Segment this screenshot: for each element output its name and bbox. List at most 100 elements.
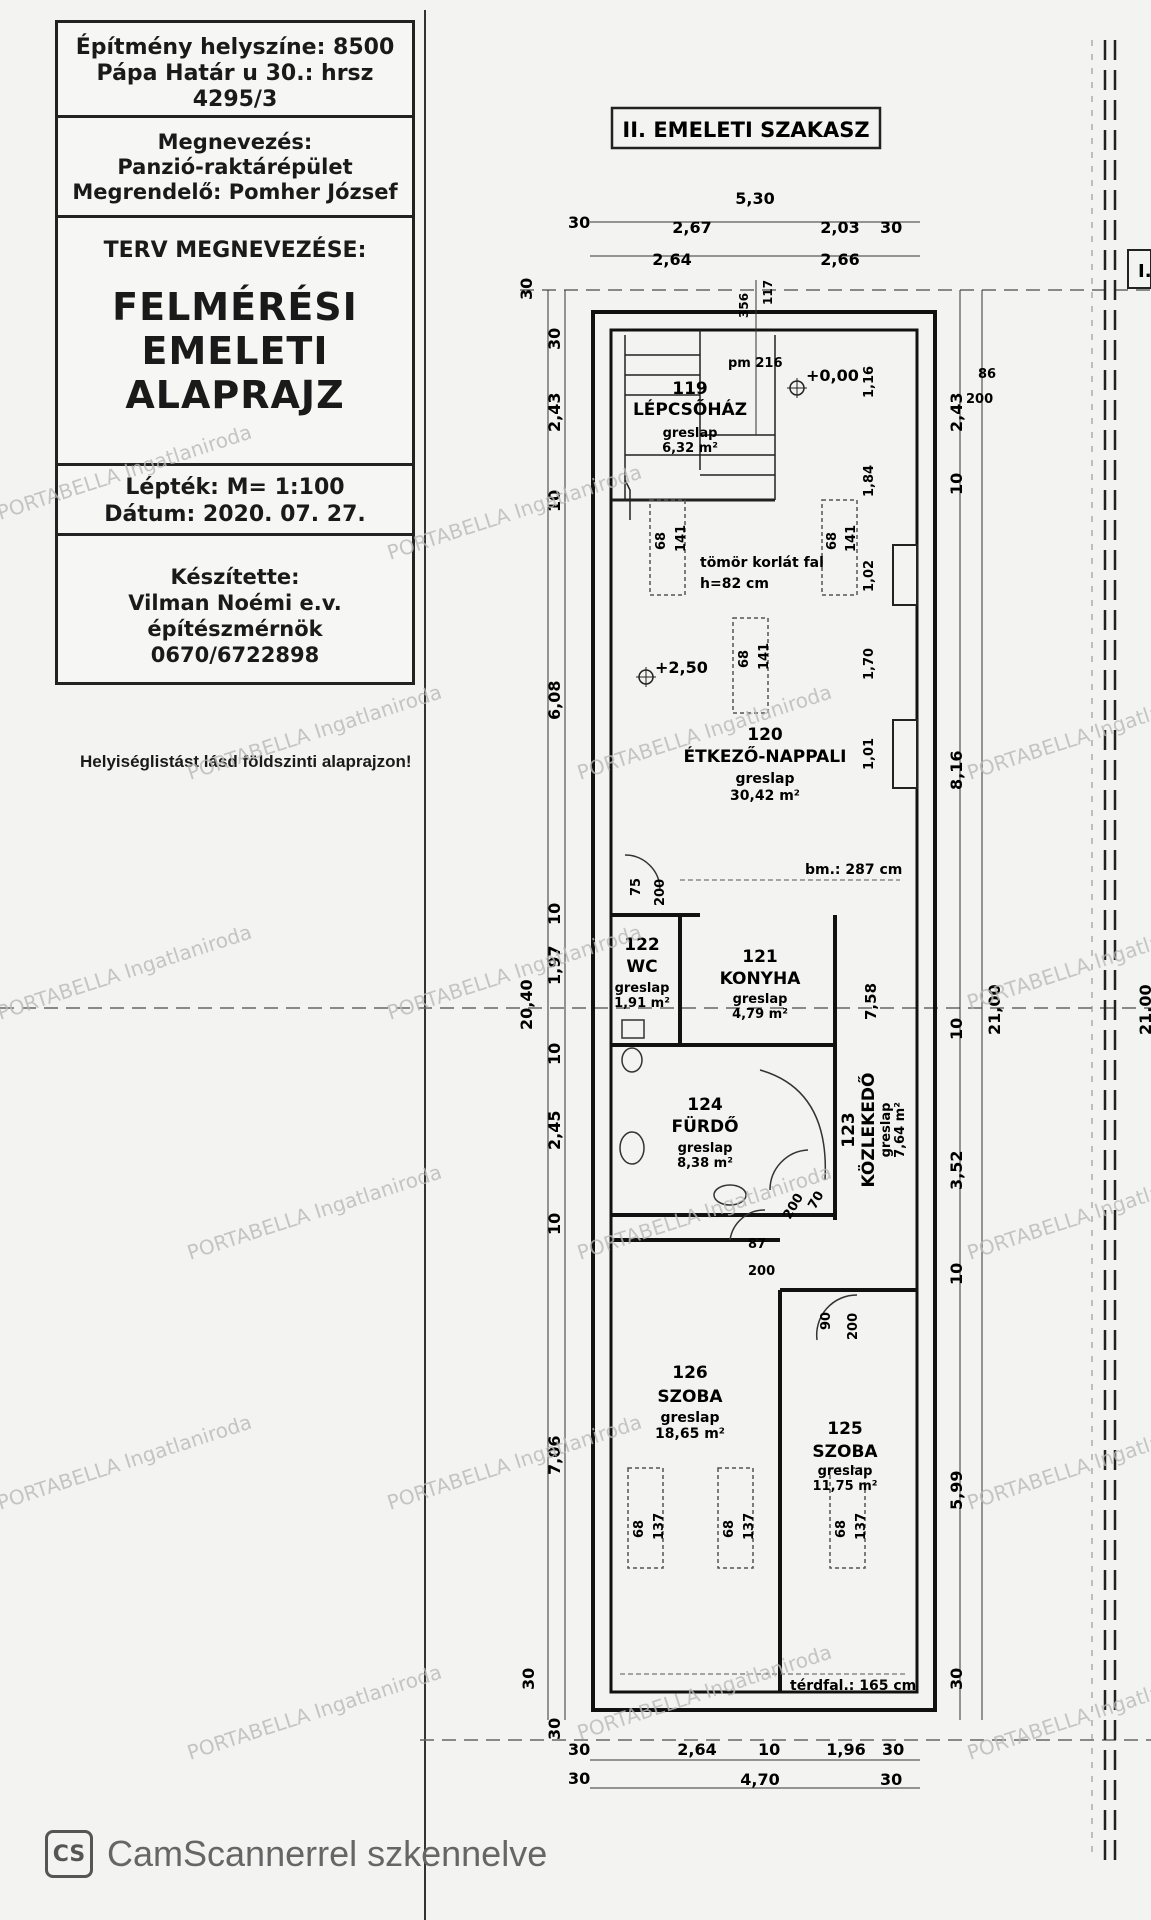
author-name: Vilman Noémi e.v. <box>128 591 342 615</box>
room-area: 7,64 m² <box>893 1102 908 1158</box>
room-number: 119 <box>672 379 708 399</box>
dim-top-d: 2,66 <box>820 250 859 269</box>
terdfal-label: térdfal.: 165 cm <box>790 1678 916 1694</box>
site-location-line1: Építmény helyszíne: 8500 <box>75 35 395 60</box>
bm-label: bm.: 287 cm <box>805 862 902 878</box>
room-number: 121 <box>742 947 778 967</box>
room-name: ÉTKEZŐ-NAPPALI <box>684 745 847 767</box>
room-number: 126 <box>672 1363 708 1383</box>
scale-text: Lépték: M= 1:100 <box>125 475 345 500</box>
dim-right-30: 30 <box>947 1668 966 1690</box>
watermark-text: PORTABELLA Ingatlaniroda <box>0 1410 255 1515</box>
dim-top-30a: 30 <box>568 213 590 232</box>
dim-bottom-b: 1,96 <box>826 1740 865 1759</box>
watermark-text: PORTABELLA Ingatlaniroda <box>964 910 1151 1015</box>
dim-kw-68-f: 68 <box>834 1520 849 1538</box>
dim-door-70: 70 <box>805 1189 827 1212</box>
room-126: 126 SZOBA greslap 18,65 m² <box>655 1363 725 1442</box>
dim-right-total: 21,00 <box>985 984 1004 1035</box>
dim-win-184: 1,84 <box>862 465 877 497</box>
dim-right-816: 8,16 <box>947 751 966 790</box>
room-121: 121 KONYHA greslap 4,79 m² <box>720 947 802 1022</box>
dim-bottom-a: 2,64 <box>677 1740 716 1759</box>
author-phone: 0670/6722898 <box>150 643 320 667</box>
level-top-value: +0,00 <box>806 366 859 385</box>
author-cell: Készítette: Vilman Noémi e.v. építészmér… <box>58 536 412 668</box>
adjacent-section-box <box>1127 249 1151 289</box>
staircase <box>612 330 776 520</box>
dim-v-758: 7,58 <box>862 983 880 1020</box>
level-mid-value: +2,50 <box>655 658 708 677</box>
roof-windows <box>627 499 866 1569</box>
site-location-line2: Pápa Határ u 30.: hrsz 4295/3 <box>96 61 374 112</box>
dim-door-75: 75 <box>629 878 644 896</box>
dim-right-10a: 10 <box>947 473 966 495</box>
room-list-note: Helyiséglistást lásd földszinti alaprajz… <box>80 752 412 771</box>
room-area: 18,65 m² <box>655 1426 725 1442</box>
room-number: 124 <box>687 1095 723 1115</box>
project-name-label: Megnevezés: <box>157 130 313 154</box>
room-number: 120 <box>747 725 783 745</box>
site-location: Építmény helyszíne: 8500 Pápa Határ u 30… <box>58 23 412 118</box>
dim-win-102: 1,02 <box>862 560 877 592</box>
dim-door-200-a: 200 <box>653 879 668 906</box>
dim-top-c: 2,64 <box>652 250 691 269</box>
railing-height-label: h=82 cm <box>700 576 769 592</box>
dim-bottom-30d: 30 <box>880 1770 902 1789</box>
dim-right-10b: 10 <box>947 1018 966 1040</box>
plan-title-line3: ALAPRAJZ <box>125 373 345 417</box>
dim-left-608: 6,08 <box>545 681 564 720</box>
room-number: 123 <box>839 1112 859 1148</box>
dim-left-30a: 30 <box>517 278 536 300</box>
room-area: 4,79 m² <box>732 1007 788 1022</box>
watermark-text: PORTABELLA Ingatlaniroda <box>184 1660 445 1765</box>
dim-bottom-10: 10 <box>758 1740 780 1759</box>
outer-wall-outline <box>591 310 937 1712</box>
room-122: 122 WC greslap 1,91 m² <box>614 935 670 1011</box>
room-area: 30,42 m² <box>730 788 800 804</box>
room-123: 123 KÖZLEKEDŐ greslap 7,64 m² <box>839 1073 908 1188</box>
dim-top-a: 2,67 <box>672 218 711 237</box>
scanner-text: CamScannerrel szkennelve <box>107 1833 548 1874</box>
dim-kw-137-d: 137 <box>652 1513 667 1540</box>
dim-kw-68-d: 68 <box>632 1520 647 1538</box>
interior-walls <box>611 913 917 1692</box>
dim-left-197: 1,97 <box>545 946 564 985</box>
dim-top-total: 5,30 <box>735 189 774 208</box>
dim-kw-137-f: 137 <box>854 1513 869 1540</box>
author-label: Készítette: <box>170 565 300 589</box>
stair-dimensions: 356 117 <box>737 280 775 435</box>
project-name-value: Panzió-raktárépület <box>117 155 353 179</box>
dim-door-90: 90 <box>819 1312 834 1330</box>
watermark-text: PORTABELLA Ingatlaniroda <box>964 1410 1151 1515</box>
sanitary-fixtures <box>619 1019 827 1206</box>
plan-title-line1: FELMÉRÉSI <box>112 285 358 329</box>
dim-left-245: 2,45 <box>545 1111 564 1150</box>
plan-title-line2: EMELETI <box>141 329 329 373</box>
dim-left-243: 2,43 <box>545 393 564 432</box>
room-floor: greslap <box>660 1410 719 1426</box>
watermark-text: PORTABELLA Ingatlaniroda <box>184 680 445 785</box>
dim-left-30d: 30 <box>545 1718 564 1740</box>
room-floor: greslap <box>663 426 718 441</box>
room-number: 125 <box>827 1419 863 1439</box>
room-name: WC <box>626 957 657 977</box>
room-name: SZOBA <box>657 1387 723 1407</box>
date-text: Dátum: 2020. 07. 27. <box>104 502 366 527</box>
left-dimensions: 30 30 2,43 10 6,08 10 1,97 10 2,45 10 7,… <box>517 278 566 1740</box>
dim-kw-141-c: 141 <box>757 643 772 670</box>
plan-title-label: TERV MEGNEVEZÉSE: <box>103 238 367 263</box>
door-swings <box>624 854 858 1341</box>
project-name: Megnevezés: Panzió-raktárépület Megrende… <box>58 118 412 218</box>
level-marker-mid: +2,50 <box>636 658 708 687</box>
dim-left-10a: 10 <box>545 490 564 512</box>
dim-door-200-d: 200 <box>846 1313 861 1340</box>
room-125: 125 SZOBA greslap 11,75 m² <box>812 1419 878 1494</box>
watermark-text: PORTABELLA Ingatlaniroda <box>0 920 255 1025</box>
dim-kw-68-c: 68 <box>737 650 752 668</box>
room-floor: greslap <box>818 1464 873 1479</box>
dim-win-170: 1,70 <box>862 648 877 680</box>
dim-bottom-30a: 30 <box>568 1740 590 1759</box>
section-title-box <box>610 106 882 150</box>
